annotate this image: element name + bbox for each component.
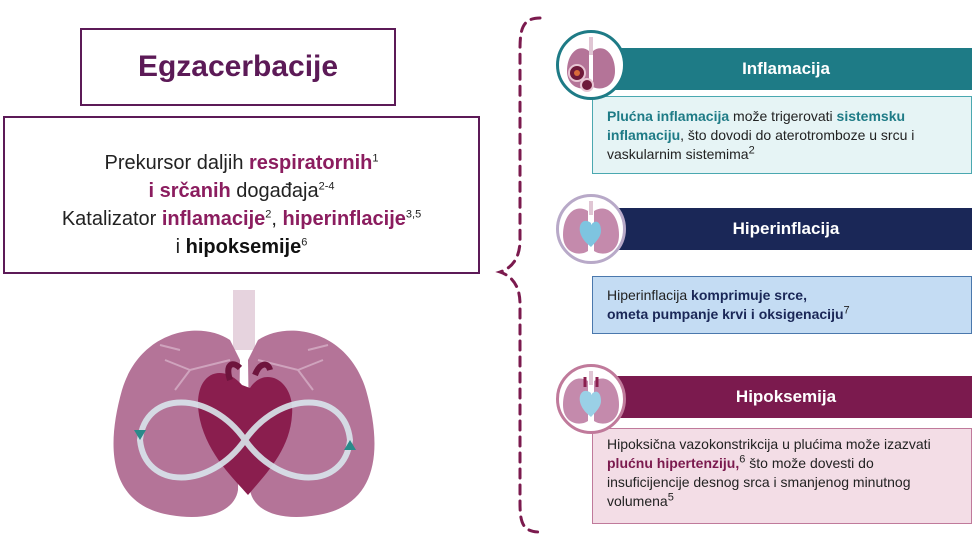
reference-sup: 1 (372, 152, 379, 165)
body-text: , što dovodi do aterotromboze u srcu i v… (607, 127, 915, 162)
emphasis-text: komprimuje srce, (691, 287, 807, 303)
section-title: Hiperinflacija (732, 219, 840, 238)
body-text: može trigerovati (729, 108, 837, 124)
emphasis-text: plućnu hipertenziju, (607, 455, 740, 471)
page-title: Egzacerbacije (137, 50, 339, 83)
summary-box: Prekursor daljih respiratornih1 i srčani… (3, 116, 480, 274)
reference-sup: 2 (748, 144, 755, 157)
heart-vessels (225, 361, 273, 381)
bronchi (159, 344, 329, 391)
section-title: Hipoksemija (735, 387, 837, 406)
hypoxemia-text-box: Hipoksična vazokonstrikcija u plućima mo… (592, 428, 972, 524)
emphasis-text: Plućna inflamacija (607, 108, 730, 124)
reference-sup: 5 (667, 491, 674, 504)
summary-line-2: i srčanih događaja2-4 (5, 177, 478, 205)
inflammation-lungs-icon (556, 30, 626, 100)
summary-text: Katalizator (61, 208, 162, 230)
reference-sup: 7 (843, 304, 850, 317)
curly-brace (495, 16, 542, 534)
summary-line-3: Katalizator inflamacije2, hiperinflacije… (5, 205, 478, 233)
reference-sup: 6 (301, 236, 308, 249)
inflammation-text-box: Plućna inflamacija može trigerovati sist… (592, 96, 972, 174)
reference-sup: 2 (265, 208, 272, 221)
summary-text: i (175, 236, 186, 258)
body-text: što može dovesti do insuficijencije desn… (607, 455, 911, 509)
summary-line-4: i hipoksemije6 (5, 233, 478, 261)
section-title: Inflamacija (742, 59, 830, 78)
emphasis-text: sistemsku inflamaciju (607, 108, 906, 143)
summary-text: događaja (230, 180, 319, 202)
summary-text: Prekursor daljih (104, 152, 250, 174)
summary-emphasis: hiperinflacije (282, 208, 406, 230)
body-text: Hiperinflacija (607, 287, 692, 303)
loop-arrow-icon (344, 440, 356, 450)
hypoxemia-header: Hipoksemija (600, 376, 972, 418)
summary-emphasis: inflamacije (161, 208, 266, 230)
lungs-heart-illustration (113, 290, 375, 518)
summary-text: , (271, 208, 283, 230)
reference-sup: 2-4 (318, 180, 335, 193)
body-text: Hipoksična vazokonstrikcija u plućima mo… (607, 436, 931, 452)
hyperinflation-text-box: Hiperinflacija komprimuje srce, ometa pum… (592, 276, 972, 334)
summary-line-1: Prekursor daljih respiratornih1 (5, 149, 478, 177)
summary-emphasis: i srčanih (148, 180, 231, 202)
trachea (233, 290, 255, 350)
hyperinflation-header: Hiperinflacija (600, 208, 972, 250)
loop-arrow-icon (134, 430, 146, 440)
reference-sup: 3,5 (405, 208, 422, 221)
infinity-loop (136, 399, 354, 481)
hyperinflation-lungs-icon (556, 194, 626, 264)
reference-sup: 6 (739, 453, 746, 466)
emphasis-text: ometa pumpanje krvi i oksigenaciju (607, 306, 844, 322)
title-box: Egzacerbacije (80, 28, 396, 106)
inflammation-header: Inflamacija (600, 48, 972, 90)
hypoxemia-lungs-icon (556, 364, 626, 434)
summary-emphasis: respiratornih (249, 152, 373, 174)
summary-emphasis: hipoksemije (185, 236, 302, 258)
